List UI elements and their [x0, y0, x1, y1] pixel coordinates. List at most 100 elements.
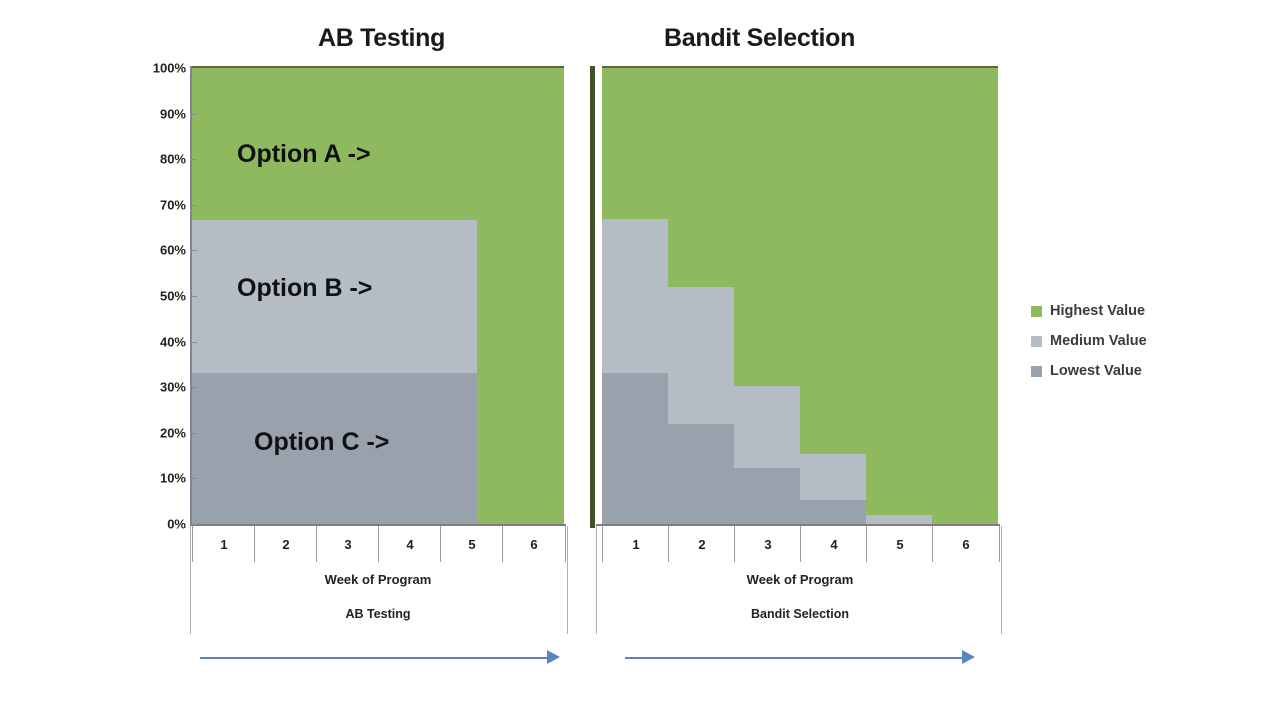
area-segment — [192, 68, 255, 69]
area-segment — [378, 372, 441, 524]
area-segment — [734, 384, 801, 468]
area-segment — [668, 286, 735, 425]
y-axis-tick-label: 80% — [159, 151, 186, 167]
y-axis-tick-label: 50% — [159, 288, 186, 304]
area-segment — [254, 219, 317, 373]
x-axis-tick-label: 4 — [800, 526, 867, 562]
x-axis-tick-label: 5 — [866, 526, 933, 562]
y-axis-tick — [191, 387, 197, 389]
area-segment — [800, 498, 867, 524]
area-segment — [316, 68, 379, 69]
legend-item[interactable]: Lowest Value — [1031, 356, 1221, 386]
frame-ab — [190, 526, 568, 634]
area-segment — [602, 68, 669, 220]
area-segment — [668, 68, 735, 288]
area-segment — [602, 218, 669, 373]
y-axis-tick — [191, 524, 197, 525]
frame-bandit — [596, 526, 1002, 634]
area-segment — [734, 68, 801, 386]
legend-item-label: Highest Value — [1050, 303, 1146, 319]
x-axis-tick-label: 6 — [932, 526, 1000, 562]
plot-area-ab-testing — [192, 68, 564, 524]
legend-swatch-icon — [1031, 305, 1042, 317]
area-segment — [254, 68, 317, 69]
area-segment — [254, 372, 317, 524]
x-axis-line-bandit — [596, 524, 1000, 526]
x-axis-subtitle-bandit: Bandit Selection — [751, 607, 849, 621]
area-segment — [668, 423, 735, 524]
area-segment — [378, 219, 441, 373]
x-axis-tick-label: 1 — [192, 526, 255, 562]
y-axis-tick — [191, 432, 197, 434]
bandit-progress-arrow — [625, 645, 975, 671]
panel-divider — [590, 66, 595, 528]
area-segment — [192, 219, 255, 373]
arrow-line — [200, 657, 548, 659]
x-axis-line-ab — [190, 524, 566, 526]
y-axis-tick-label: 0% — [167, 516, 186, 532]
arrow-head-icon — [962, 650, 975, 664]
x-axis-tick-label: 3 — [316, 526, 379, 562]
legend-item[interactable]: Highest Value — [1031, 296, 1221, 326]
y-axis-tick-label: 60% — [159, 242, 186, 258]
x-axis-title-ab: Week of Program — [324, 572, 432, 587]
area-segment — [866, 514, 933, 524]
annotation-option-a: Option A -> — [237, 140, 371, 168]
annotation-option-b: Option B -> — [237, 274, 373, 302]
area-segment — [734, 467, 801, 524]
area-segment — [378, 68, 441, 69]
y-axis-tick-label: 30% — [159, 379, 186, 395]
y-axis-tick-label: 20% — [159, 425, 186, 441]
panel-title-ab-testing: AB Testing — [318, 24, 446, 52]
x-axis-tick-label: 5 — [440, 526, 503, 562]
x-axis-tick-label: 6 — [502, 526, 566, 562]
y-axis-tick-label: 70% — [159, 197, 186, 213]
area-segment-switch — [477, 68, 564, 524]
area-segment — [192, 372, 255, 524]
area-segment — [602, 372, 669, 524]
area-segment — [800, 68, 867, 454]
plot-border-bandit — [602, 66, 998, 526]
area-segment — [316, 68, 379, 221]
plot-border-ab — [192, 66, 564, 526]
ab-progress-arrow — [200, 645, 560, 671]
annotation-option-c: Option C -> — [254, 428, 390, 456]
y-axis-tick — [191, 113, 197, 115]
area-segment — [192, 68, 255, 221]
area-segment — [866, 68, 933, 516]
legend-item[interactable]: Medium Value — [1031, 326, 1221, 356]
area-segment — [932, 68, 998, 524]
plot-area-bandit-selection — [602, 68, 998, 524]
y-axis-tick — [191, 250, 197, 252]
y-axis-tick — [191, 159, 197, 161]
panel-title-bandit-selection: Bandit Selection — [664, 24, 856, 52]
area-segment — [440, 68, 503, 69]
y-axis-tick — [191, 296, 197, 297]
x-axis-subtitle-ab: AB Testing — [345, 607, 411, 621]
y-axis-tick — [191, 341, 197, 343]
y-axis-tick — [191, 478, 197, 480]
area-segment — [254, 68, 317, 221]
y-axis-tick-label: 40% — [159, 334, 186, 350]
y-axis-tick-label: 90% — [159, 106, 186, 122]
area-segment — [378, 68, 441, 221]
y-axis: 100% 90% 80% 70% 60% 50% 40% 30% 20% 10% 0% — [128, 60, 186, 536]
x-axis-tick-label: 1 — [602, 526, 669, 562]
x-axis-tick-label: 2 — [254, 526, 317, 562]
y-axis-tick — [191, 204, 197, 206]
legend-item-label: Lowest Value — [1050, 363, 1142, 379]
arrow-line — [625, 657, 963, 659]
legend-swatch-icon — [1031, 335, 1042, 347]
y-axis-tick-label: 10% — [159, 470, 186, 486]
y-axis-tick-label: 100% — [152, 60, 186, 76]
x-axis-tick-label: 3 — [734, 526, 801, 562]
legend-swatch-icon — [1031, 365, 1042, 377]
area-segment — [800, 453, 867, 500]
x-axis-title-bandit: Week of Program — [746, 572, 854, 587]
x-axis-tick-label: 2 — [668, 526, 735, 562]
area-segment — [316, 219, 379, 373]
arrow-head-icon — [547, 650, 560, 664]
